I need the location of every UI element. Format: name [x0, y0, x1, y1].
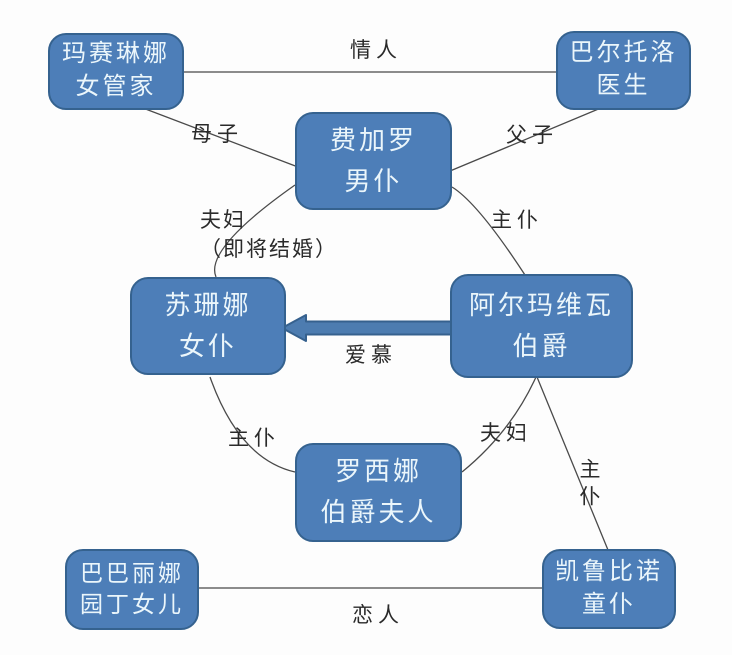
edge-label-lovers-bottom: 恋人 — [352, 603, 404, 627]
node-rosina: 罗西娜 伯爵夫人 — [295, 443, 462, 542]
admiration-arrow — [281, 314, 453, 342]
edge-label-master-servant-count-cherubino: 主仆 — [577, 458, 601, 512]
node-rosina-name: 罗西娜 — [334, 457, 422, 487]
arc-couple-engaged — [214, 184, 296, 278]
edge-label-mother-son: 母子 — [191, 122, 243, 146]
edge-label-couple-engaged-line1: 夫妇 — [200, 208, 246, 232]
node-almaviva-role: 伯爵 — [512, 331, 571, 361]
node-cherubino-name: 凯鲁比诺 — [555, 558, 663, 585]
node-barbarina-role: 园丁女儿 — [80, 592, 184, 617]
node-barbarina: 巴巴丽娜 园丁女儿 — [65, 549, 199, 630]
node-susanna-name: 苏珊娜 — [164, 290, 252, 320]
edge-label-couple-count-rosina: 夫妇 — [480, 421, 532, 445]
edge-label-couple-engaged-line2: （即将结婚） — [200, 237, 338, 261]
edge-label-master-servant-figaro-count: 主仆 — [491, 208, 543, 232]
edge-label-lovers-top: 情人 — [350, 38, 402, 62]
node-marcellina-name: 玛赛琳娜 — [62, 41, 170, 68]
node-cherubino-role: 童仆 — [582, 591, 636, 618]
edge-label-couple-engaged: 夫妇 （即将结婚） — [200, 206, 338, 264]
edge-label-father-son: 父子 — [506, 123, 558, 147]
node-barbarina-name: 巴巴丽娜 — [80, 560, 184, 586]
node-cherubino: 凯鲁比诺 童仆 — [542, 549, 676, 629]
node-susanna-role: 女仆 — [178, 331, 237, 361]
node-almaviva: 阿尔玛维瓦 伯爵 — [450, 274, 633, 378]
node-susanna: 苏珊娜 女仆 — [130, 277, 286, 375]
node-bartolo-role: 医生 — [596, 73, 651, 99]
node-figaro: 费加罗 男仆 — [295, 112, 452, 210]
node-figaro-role: 男仆 — [344, 166, 403, 196]
arc-master-servant-figaro-count — [451, 186, 526, 276]
edge-label-master-servant-susanna-rosina: 主仆 — [228, 426, 280, 450]
node-bartolo-name: 巴尔托洛 — [569, 40, 678, 67]
arc-master-servant-susanna-rosina — [209, 376, 296, 473]
line-father-son — [449, 99, 621, 172]
node-figaro-name: 费加罗 — [329, 125, 417, 155]
node-rosina-role: 伯爵夫人 — [320, 498, 437, 527]
edge-label-admiration: 爱慕 — [345, 343, 397, 367]
line-mother-son — [134, 104, 299, 168]
node-bartolo: 巴尔托洛 医生 — [556, 31, 691, 110]
arc-couple-count-rosina — [461, 376, 537, 473]
line-master-servant-count-cherubino — [536, 376, 609, 551]
node-almaviva-name: 阿尔玛维瓦 — [468, 290, 614, 320]
node-marcellina-role: 女管家 — [75, 74, 157, 100]
node-marcellina: 玛赛琳娜 女管家 — [48, 33, 184, 110]
